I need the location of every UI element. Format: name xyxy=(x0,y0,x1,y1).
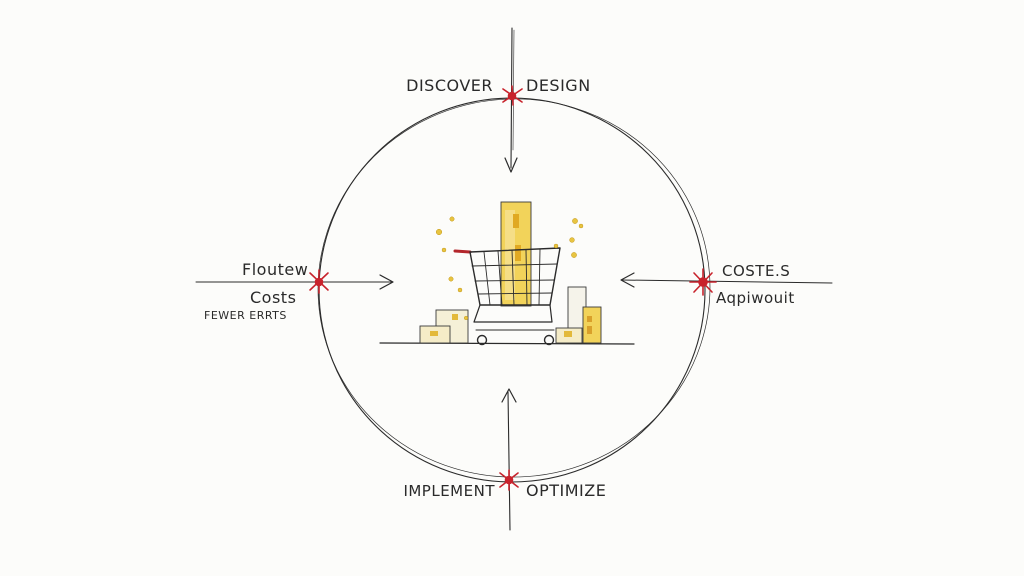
gold-box-left-front xyxy=(419,325,451,344)
arrow-down xyxy=(504,157,518,173)
horizontal-axis xyxy=(195,279,833,284)
intersection-mark-left xyxy=(309,269,329,294)
label-right-top: COSTE.S xyxy=(722,262,790,280)
intersection-mark-top xyxy=(502,85,523,106)
label-optimize: OPTIMIZE xyxy=(526,481,606,500)
arrow-up xyxy=(501,388,517,403)
label-left-top: Floutew xyxy=(242,260,308,279)
label-left-middle: Costs xyxy=(250,288,296,307)
arrow-left xyxy=(620,272,635,288)
label-right-bottom: Aqpiwouit xyxy=(716,289,795,307)
label-implement: IMPLEMENT xyxy=(403,482,495,500)
label-left-bottom: FEWER ERRTS xyxy=(204,309,287,322)
gold-box-center-right xyxy=(555,327,583,344)
intersection-mark-bottom xyxy=(499,469,519,491)
gold-bar-right-short xyxy=(582,306,602,344)
shopping-cart-icon xyxy=(453,247,561,346)
floating-coins xyxy=(435,216,584,321)
label-design: DESIGN xyxy=(526,76,591,95)
label-discover: DISCOVER xyxy=(406,76,493,95)
intersection-mark-right xyxy=(689,268,717,296)
arrow-right xyxy=(379,274,394,290)
